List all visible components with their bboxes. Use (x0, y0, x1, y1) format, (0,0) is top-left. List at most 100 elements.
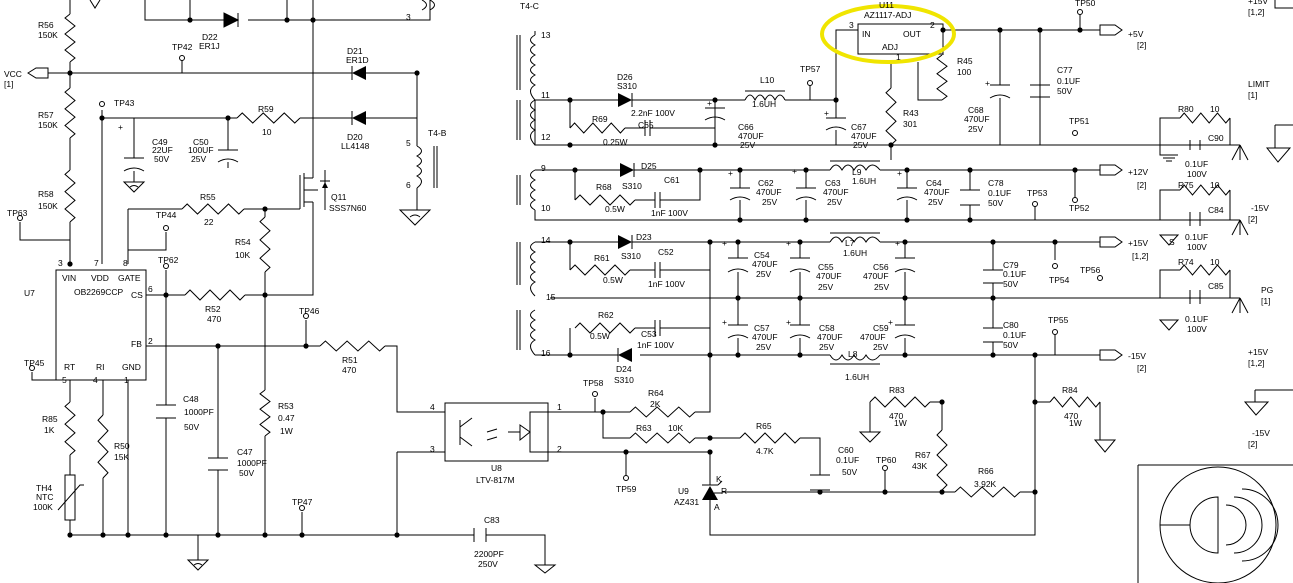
resistor-r59 (236, 112, 301, 124)
label-d26: D26 (617, 72, 633, 82)
resistor-r56 (64, 13, 76, 63)
label-u8p2: 2 (557, 444, 562, 454)
junction-23 (833, 97, 839, 103)
resistor-r53 (259, 389, 271, 437)
label-tp54: TP54 (1049, 275, 1070, 285)
resistor-r51 (319, 340, 386, 352)
junction-52 (990, 295, 996, 301)
transformer-t4c (516, 34, 537, 356)
label-c49v2: 50V (154, 154, 169, 164)
resistor-r57 (64, 87, 76, 139)
svg-text:+: + (118, 122, 123, 132)
resistor-r75 (1179, 184, 1231, 196)
test-point-2 (163, 225, 169, 231)
label-t12: 12 (541, 132, 551, 142)
label-r-p15v2-ref: [1,2] (1248, 358, 1265, 368)
label-c58: C58 (819, 323, 835, 333)
junction-58 (990, 352, 996, 358)
ref-r83: R83 (889, 385, 905, 395)
label-u8: U8 (491, 463, 502, 473)
label-d23: D23 (636, 232, 652, 242)
resistor-r68 (574, 194, 636, 206)
value-r43: 301 (903, 119, 917, 129)
value-r45: 100 (957, 67, 971, 77)
label-c90v: 0.1UF (1185, 159, 1208, 169)
resistor-r55 (181, 203, 245, 215)
label-c90: C90 (1208, 133, 1224, 143)
label-n7: 7 (94, 258, 99, 268)
label-c62v: 470UF (756, 187, 782, 197)
junction-19 (299, 532, 305, 538)
test-point-0 (179, 55, 185, 61)
junction-11 (215, 343, 221, 349)
transformer-t4b (415, 0, 438, 189)
label-c56v: 470UF (863, 271, 889, 281)
value-r84: 470 (1064, 411, 1078, 421)
label-c60v: 0.1UF (836, 455, 859, 465)
labels: R56150KR57150KR58150KR5910R5522R5410KR52… (4, 0, 1273, 569)
inductor-l8 (829, 354, 881, 365)
label-d23v: S310 (621, 251, 641, 261)
label-c47v2: 50V (239, 468, 254, 478)
label-c49: C49 (152, 137, 168, 147)
junction-31 (572, 167, 578, 173)
ref-r57: R57 (38, 110, 54, 120)
label-c50v2: 25V (191, 154, 206, 164)
test-point-14 (1072, 197, 1078, 203)
label-l9v: 1.6UH (852, 176, 876, 186)
label-t13: 13 (541, 30, 551, 40)
inductor-l7 (829, 232, 881, 243)
thermistor-th4 (57, 474, 84, 521)
junction-13 (67, 532, 73, 538)
label-t4b6: 6 (406, 180, 411, 190)
ref-r66: R66 (978, 466, 994, 476)
label-c79v2: 50V (1003, 279, 1018, 289)
junction-45 (797, 239, 803, 245)
test-point-12 (1077, 9, 1083, 15)
cap-c83 (473, 528, 487, 542)
junction-49 (735, 295, 741, 301)
label-t9: 9 (541, 163, 546, 173)
junction-17 (215, 532, 221, 538)
diode-d20 (340, 111, 366, 125)
junction-44 (735, 239, 741, 245)
label-c63v: 470UF (823, 187, 849, 197)
label-c84: C84 (1208, 205, 1224, 215)
label-tp42: TP42 (172, 42, 193, 52)
label-c61v: 1nF 100V (651, 208, 688, 218)
label-c63: C63 (825, 178, 841, 188)
value-r80: 10 (1210, 104, 1220, 114)
label-t4c: T4-C (520, 1, 539, 11)
label-c78v2: 50V (988, 198, 1003, 208)
junction-26 (1037, 27, 1043, 33)
value-r85: 1K (44, 425, 55, 435)
label-th4v2: 100K (33, 502, 53, 512)
label-tp53: TP53 (1027, 188, 1048, 198)
label-c77: C77 (1057, 65, 1073, 75)
label-t11: 11 (541, 90, 550, 100)
label-c78: C78 (988, 178, 1004, 188)
label-u8p3: 3 (430, 444, 435, 454)
resistor-r85 (64, 401, 76, 456)
value-r52: 470 (207, 314, 221, 324)
label-pin-gate: GATE (118, 273, 141, 283)
diode-d26 (618, 93, 640, 107)
label-u11v: AZ1117-ADJ (864, 10, 911, 20)
junction-47 (990, 239, 996, 245)
value-r64: 2K (650, 399, 661, 409)
label-m15v: -15V (1128, 351, 1146, 361)
label-n8: 8 (123, 258, 128, 268)
test-point-4 (17, 215, 23, 221)
ref-r43: R43 (903, 108, 919, 118)
label-c84v2: 100V (1187, 242, 1207, 252)
junction-15 (125, 532, 131, 538)
value-r65: 4.7K (756, 446, 774, 456)
resistor-r65 (739, 432, 801, 444)
label-d24: D24 (616, 364, 632, 374)
mosfet-q11 (299, 170, 330, 210)
junction-25 (997, 27, 1003, 33)
cap-c65 (644, 120, 682, 136)
svg-text:+: + (895, 238, 900, 248)
label-r83w: 1W (894, 418, 907, 428)
inductor-l9 (829, 160, 881, 171)
